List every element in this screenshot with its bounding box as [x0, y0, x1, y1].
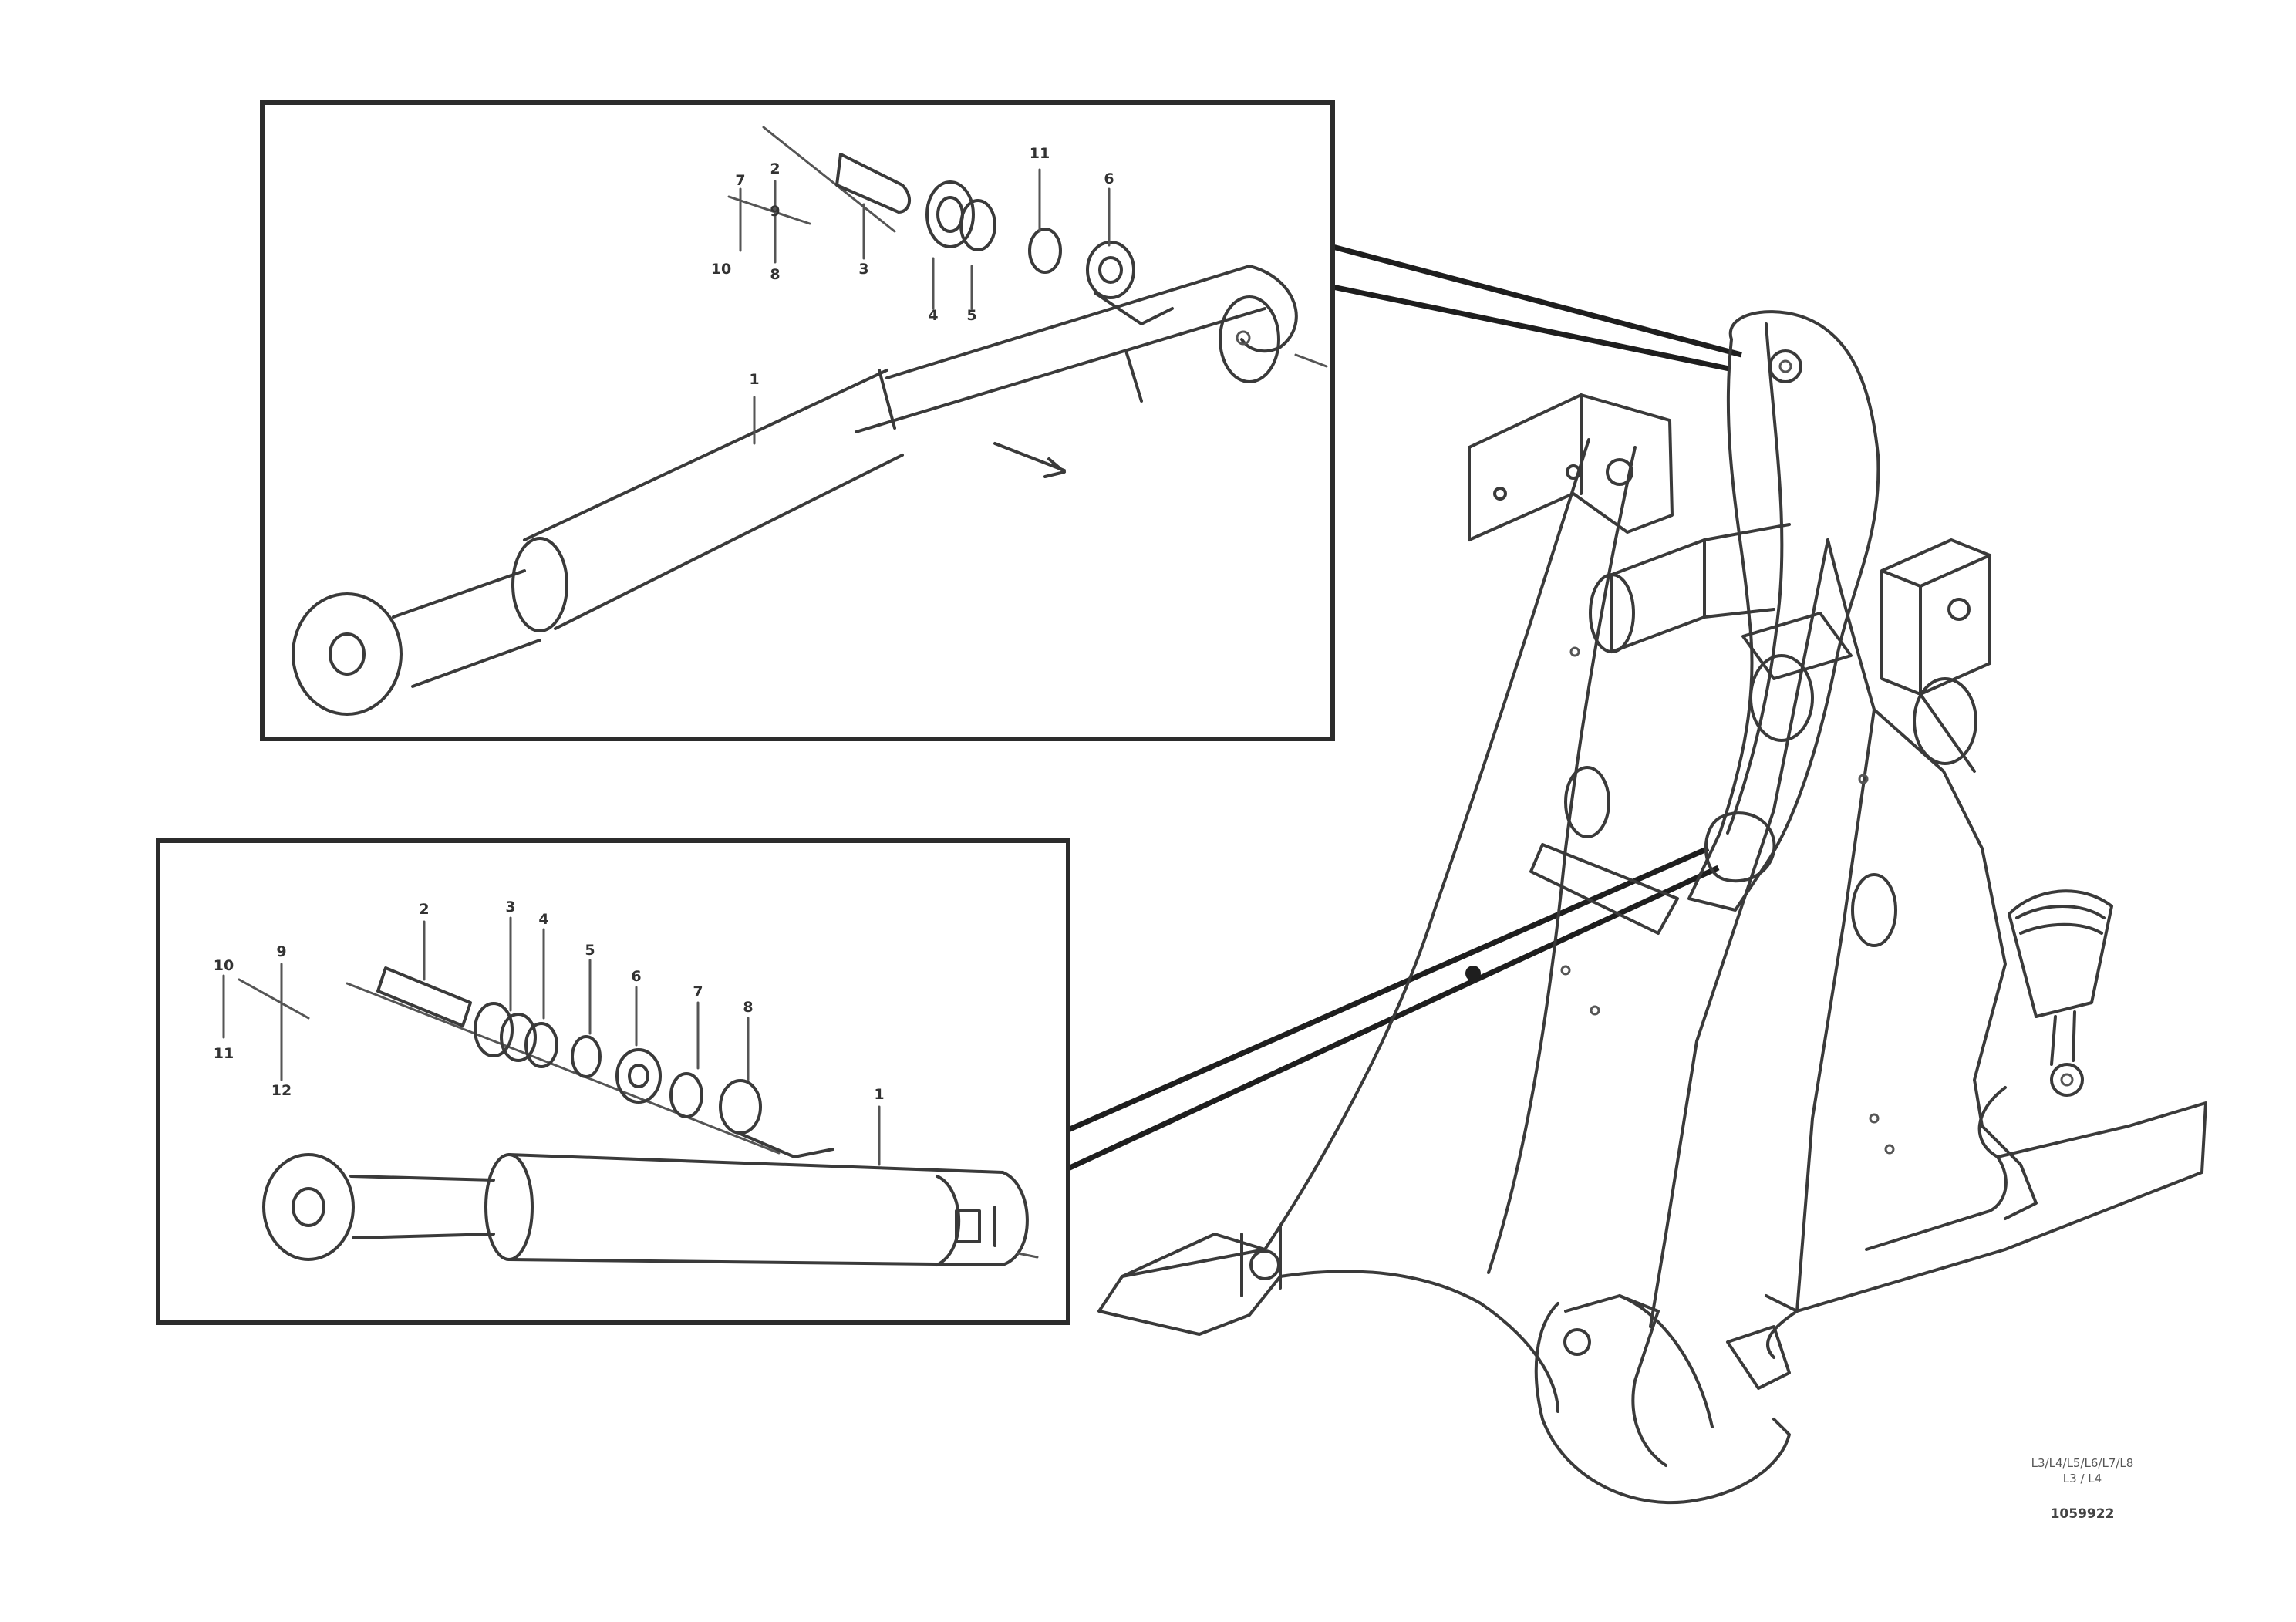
caption-variant-line: L3 / L4: [2063, 1472, 2102, 1485]
callout-bottom-10: 10: [214, 957, 234, 974]
caption-model-line: L3/L4/L5/L6/L7/L8: [2031, 1456, 2134, 1470]
callouts-top: 1 2 3 4 5 6 7 8 9 10 11: [711, 145, 1114, 388]
callout-top-2: 2: [770, 160, 780, 177]
callout-bottom-9: 9: [276, 943, 286, 960]
exploded-parts-top: [727, 126, 1174, 445]
callout-top-8: 8: [770, 266, 780, 283]
callout-bottom-4: 4: [538, 911, 548, 928]
callout-top-5: 5: [966, 307, 976, 324]
cylinder-top: [292, 265, 1328, 716]
callout-top-3: 3: [858, 261, 868, 278]
callout-bottom-12: 12: [271, 1082, 292, 1099]
callout-bottom-7: 7: [693, 983, 703, 1000]
callout-top-4: 4: [928, 307, 938, 324]
callout-top-10: 10: [711, 261, 731, 278]
callout-top-9: 9: [770, 203, 780, 220]
callout-bottom-3: 3: [505, 899, 515, 916]
detail-box-bottom: 1 2 3 4 5 6 7 8 9 10 11 12: [156, 838, 1070, 1325]
drawing-number: 1059922: [2051, 1506, 2115, 1522]
callout-top-11: 11: [1030, 145, 1050, 162]
exploded-parts-bottom: [222, 916, 834, 1158]
lift-frame-drawing: [1097, 310, 2207, 1505]
callout-top-6: 6: [1104, 170, 1114, 187]
callout-bottom-1: 1: [874, 1086, 884, 1103]
cylinder-bottom: [262, 1105, 1039, 1266]
drawing-caption: L3/L4/L5/L6/L7/L8 L3 / L4 1059922: [2031, 1456, 2134, 1522]
callout-top-7: 7: [735, 172, 745, 189]
callout-bottom-6: 6: [631, 968, 641, 985]
callout-bottom-2: 2: [419, 901, 429, 918]
callout-bottom-11: 11: [214, 1045, 234, 1062]
callouts-bottom: 1 2 3 4 5 6 7 8 9 10 11 12: [214, 899, 885, 1103]
callout-bottom-5: 5: [585, 942, 595, 959]
callout-bottom-8: 8: [743, 999, 753, 1016]
detail-box-top: 1 2 3 4 5 6 7 8 9 10 11: [260, 100, 1335, 741]
callout-top-1: 1: [749, 371, 759, 388]
